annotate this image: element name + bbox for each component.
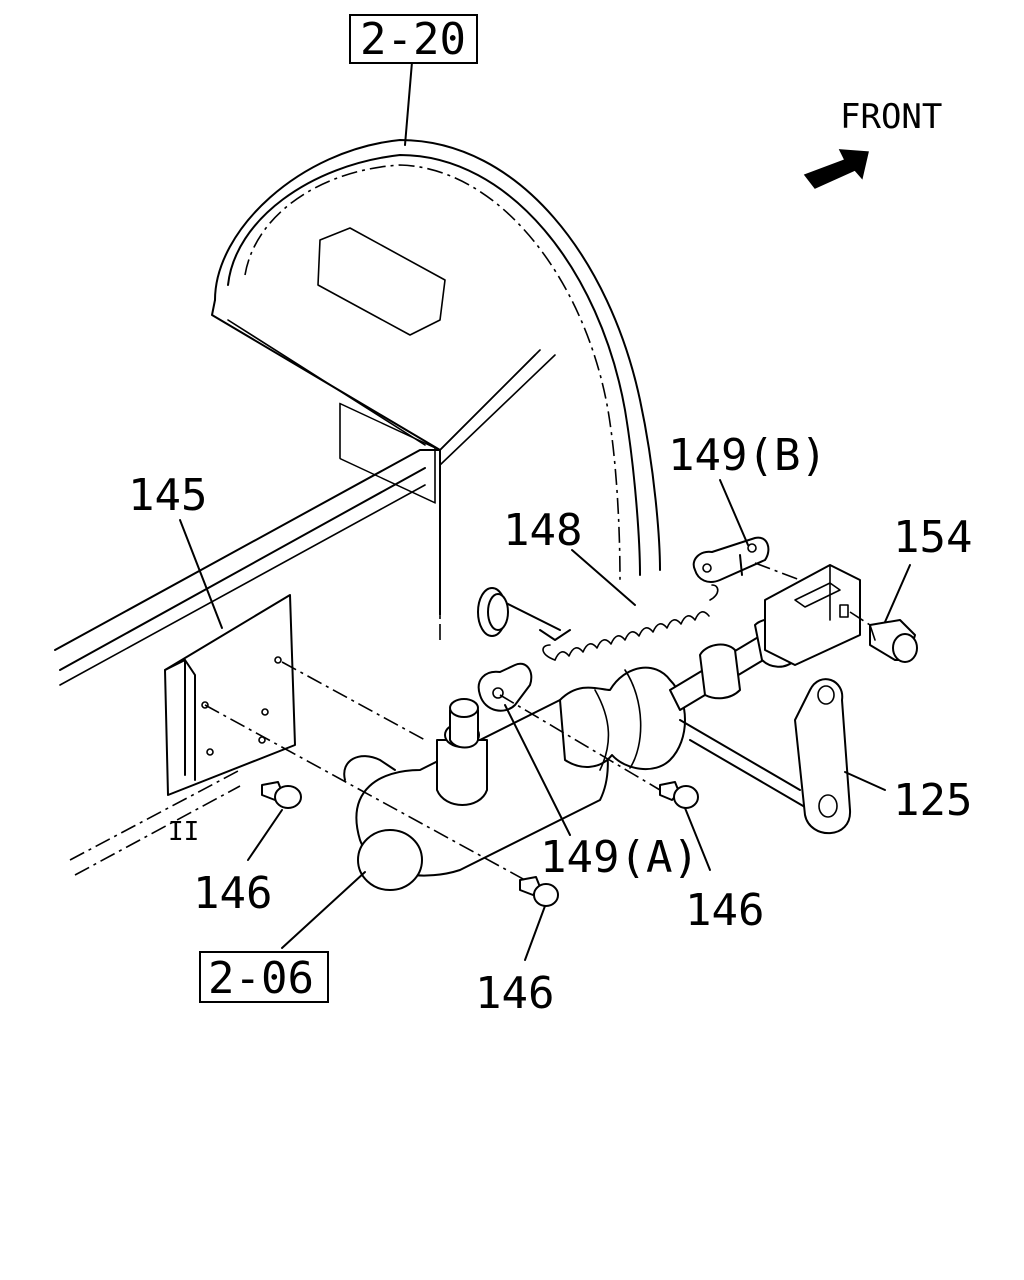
bracket-145 [164,594,296,796]
pedal-lever-125 [679,678,852,835]
bolt-146-right [659,781,699,809]
part-label-146-left: 146 [193,868,272,919]
part-label-149a: 149(A) [540,832,699,883]
part-label-146-right: 146 [685,885,764,936]
bolt-146-bottom [519,876,559,907]
reference-box-top: 2-20 [349,14,478,65]
assembly-centerlines [204,562,871,881]
frame-rails [54,349,556,876]
leader-lines [179,61,911,961]
part-label-154: 154 [893,512,972,563]
tick-mark: II [168,817,199,847]
part-label-148: 148 [503,505,582,556]
bracket-149b [692,536,770,583]
part-label-125: 125 [893,775,972,826]
bolt-146-left [261,781,302,809]
clevis-pin-154 [869,619,918,663]
reference-label-bottom: 2-06 [208,953,314,1004]
front-label: FRONT [840,97,942,137]
gasket-149a [477,662,533,712]
return-spring-148 [477,584,719,661]
front-arrow-icon [803,149,869,189]
master-cylinder [343,564,861,891]
reference-box-bottom: 2-06 [199,951,329,1004]
reference-label-top: 2-20 [360,14,466,65]
part-label-145: 145 [128,470,207,521]
part-label-149b: 149(B) [668,430,827,481]
part-label-146-bottom: 146 [475,968,554,1019]
